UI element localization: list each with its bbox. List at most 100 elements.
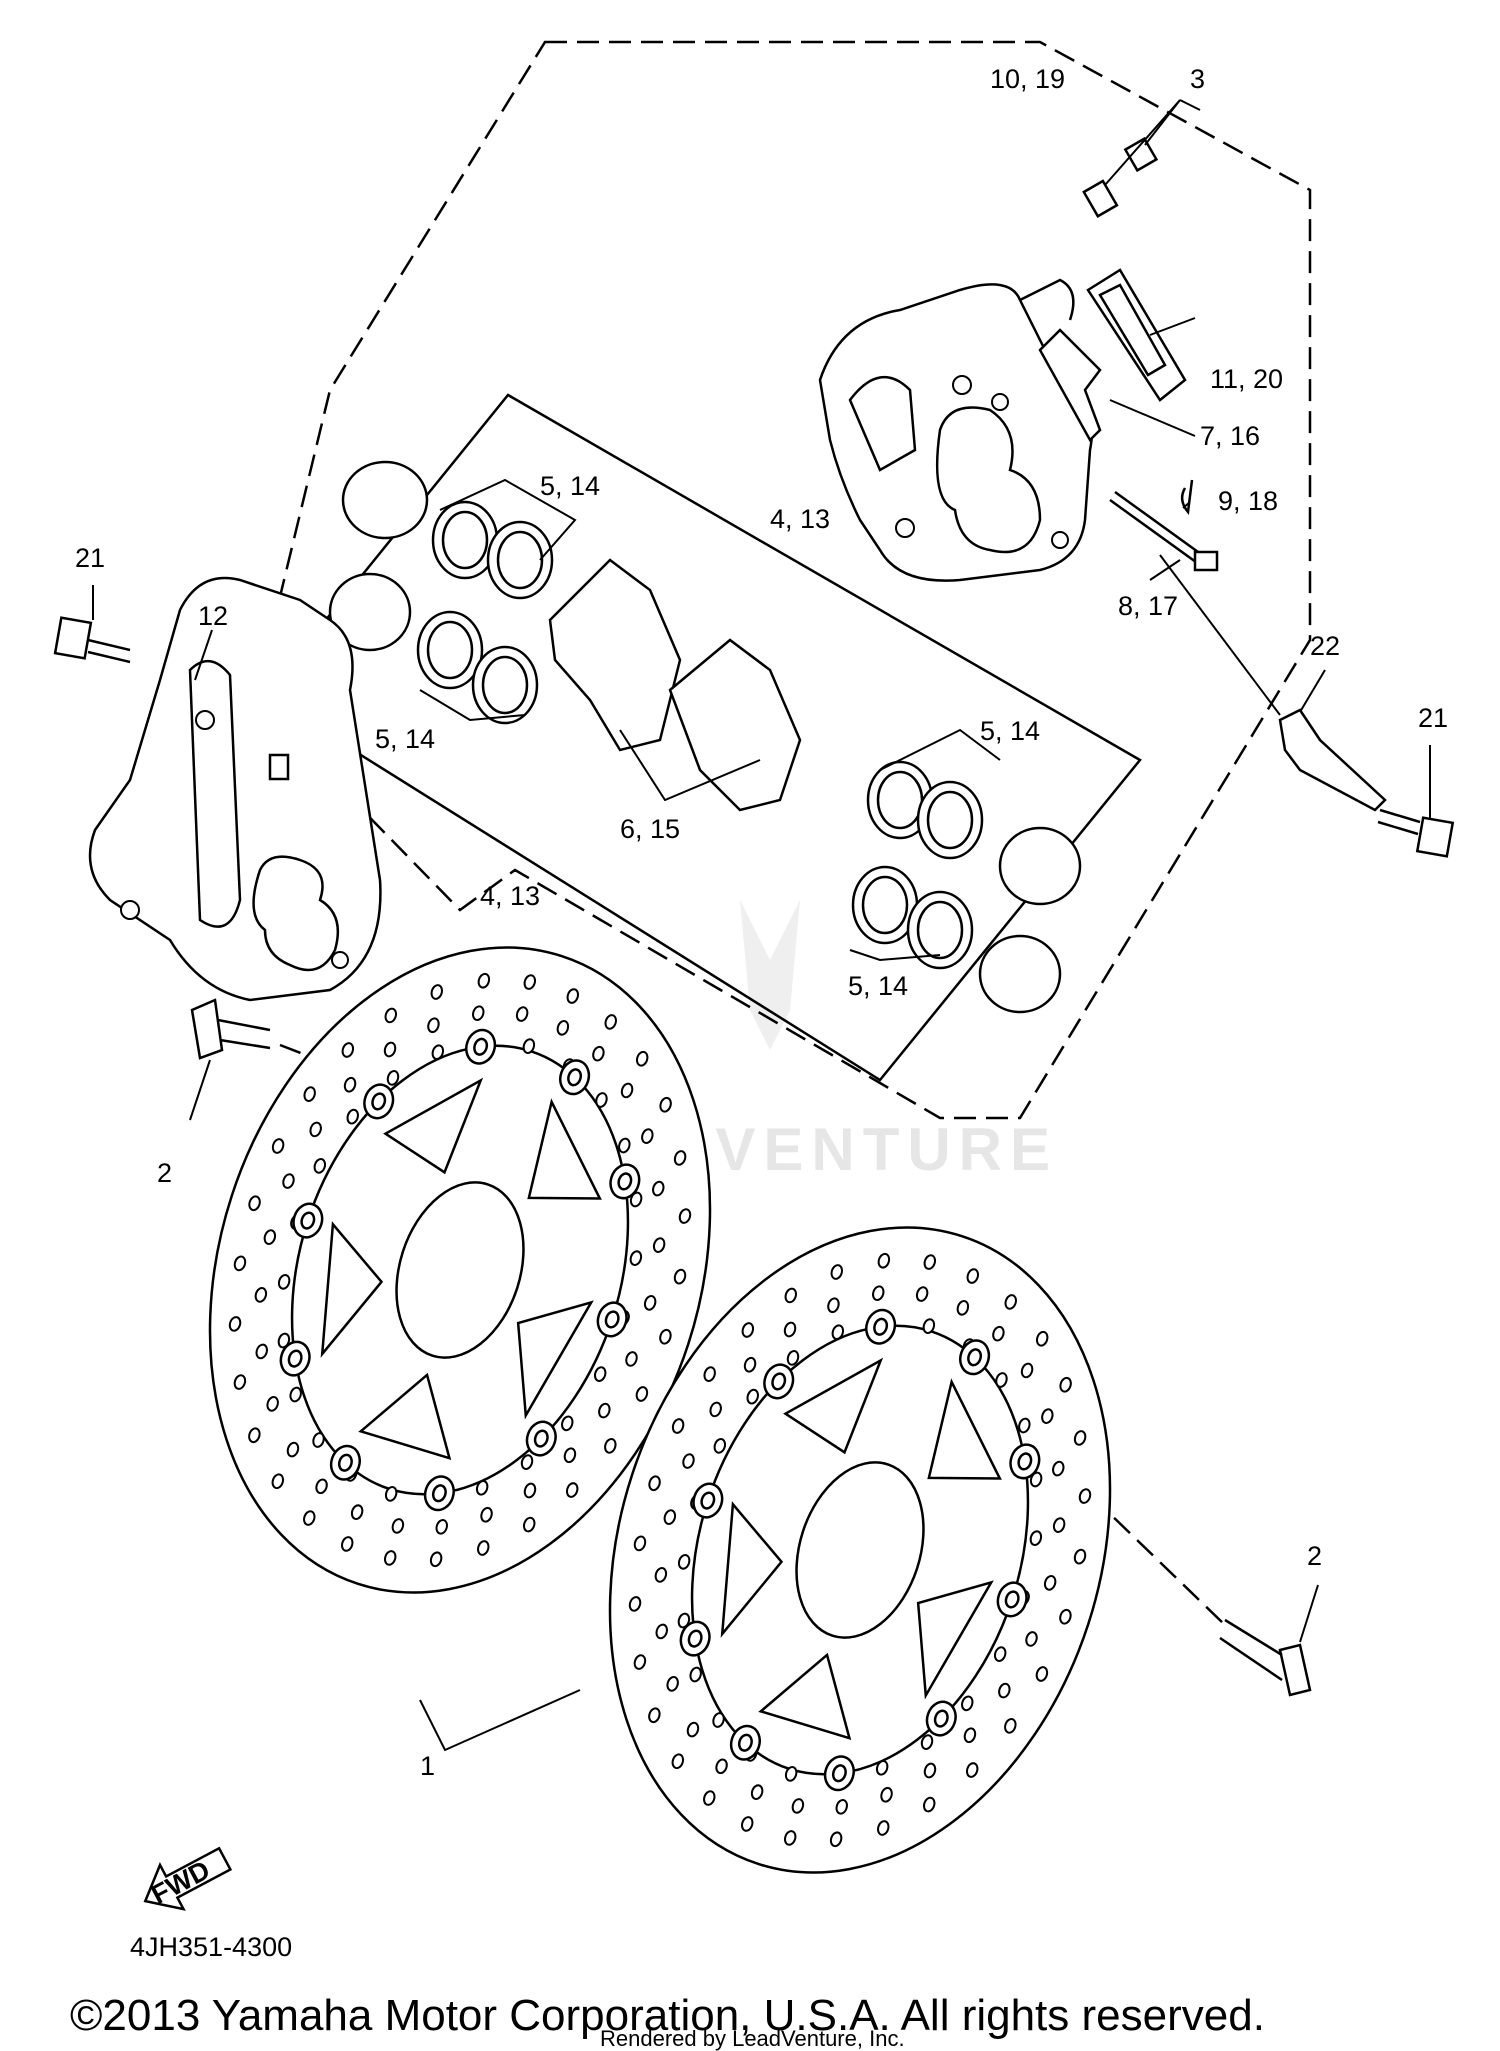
disc-hole	[340, 1536, 354, 1552]
disc-hole	[652, 1180, 665, 1197]
disc-button-center	[431, 1484, 447, 1503]
disc-hole	[784, 1766, 798, 1782]
disc-hole	[289, 1386, 302, 1403]
disc-hole	[475, 1479, 489, 1496]
disc-hole	[556, 1020, 570, 1036]
disc-hole	[741, 1322, 755, 1338]
disc-hole	[593, 1366, 607, 1382]
disc-button-center	[604, 1310, 620, 1329]
disc-hole	[920, 1734, 934, 1750]
callout-6-15: 6, 15	[620, 814, 680, 844]
disc-hole	[563, 1447, 577, 1464]
disc-hole	[709, 1401, 722, 1418]
disc-hole	[703, 1366, 716, 1382]
disc-spoke-cutout	[720, 1501, 784, 1638]
disc-hole	[1073, 1430, 1087, 1446]
pad-spring	[1086, 268, 1187, 402]
disc-hole	[313, 1158, 327, 1174]
disc-hole	[341, 1042, 355, 1058]
disc-hole	[993, 1646, 1007, 1662]
disc-spoke-cutout	[916, 1580, 994, 1700]
disc-hole	[827, 1297, 840, 1314]
callout-9-18: 9, 18	[1218, 486, 1278, 516]
disc-hole	[350, 1504, 364, 1520]
disc-hole	[648, 1707, 661, 1724]
disc-hole	[303, 1086, 316, 1102]
disc-hole	[791, 1798, 805, 1814]
disc-hole	[682, 1453, 695, 1469]
callout-22: 22	[1310, 631, 1340, 661]
fwd-arrow-icon: FWD	[143, 1846, 233, 1911]
disc-hole	[435, 1518, 448, 1535]
pistons-left-set	[328, 460, 1082, 1014]
callout-4-13-bottom: 4, 13	[480, 881, 540, 911]
disc-hole	[635, 1386, 649, 1402]
disc-hole	[1073, 1548, 1087, 1565]
disc-hole	[430, 984, 443, 1000]
callout-5-14-a: 5, 14	[540, 471, 600, 501]
disc-hole	[877, 1820, 890, 1836]
disc-hole	[1059, 1608, 1072, 1625]
disc-hole	[383, 1550, 397, 1566]
disc-hole	[391, 1518, 405, 1534]
disc-hole	[271, 1473, 285, 1490]
seals	[416, 500, 984, 970]
disc-button	[679, 1620, 711, 1657]
callout-5-14-c: 5, 14	[980, 716, 1040, 746]
disc-hole	[233, 1255, 247, 1272]
leader-1	[419, 1689, 581, 1752]
disc-hole	[872, 1285, 885, 1302]
rendered-by: Rendered by LeadVenture, Inc.	[600, 2026, 905, 2051]
callout-21-right: 21	[1418, 703, 1448, 733]
disc-button	[692, 1482, 724, 1519]
disc-hole	[922, 1318, 936, 1334]
bolt-21-right	[1377, 808, 1455, 858]
disc-hole	[561, 1415, 574, 1432]
disc-spoke-cutout	[516, 1300, 594, 1420]
disc-hole	[1004, 1718, 1017, 1734]
disc-hole	[598, 1402, 611, 1419]
callout-21-left: 21	[75, 543, 105, 573]
disc-hole	[384, 1486, 398, 1502]
disc-hole	[923, 1762, 937, 1779]
disc-button	[596, 1301, 628, 1338]
disc-hole	[635, 1050, 649, 1067]
disc-hole	[629, 1191, 643, 1208]
disc-hole	[286, 1441, 300, 1458]
callout-2-right: 2	[1307, 1541, 1322, 1571]
disc-hole	[1078, 1488, 1092, 1504]
disc-button-center	[967, 1348, 983, 1367]
disc-button	[1009, 1443, 1041, 1480]
disc-hole	[643, 1295, 657, 1311]
disc-button-center	[687, 1629, 703, 1648]
disc-hole	[686, 1721, 700, 1738]
bleed-screw	[1082, 99, 1181, 218]
disc-hole	[829, 1831, 843, 1848]
disc-button-center	[700, 1491, 716, 1510]
disc-hole	[1004, 1294, 1017, 1310]
disc-hole	[743, 1356, 757, 1373]
callout-5-14-d: 5, 14	[848, 971, 908, 1001]
disc-hole	[783, 1830, 797, 1846]
disc-button-center	[1017, 1452, 1033, 1471]
disc-hole	[880, 1786, 893, 1803]
callout-11-20: 11, 20	[1210, 364, 1283, 394]
disc-hole	[429, 1551, 443, 1568]
disc-hole	[620, 1082, 634, 1099]
disc-hole	[515, 1006, 529, 1022]
disc-hole	[659, 1096, 672, 1113]
diagram-code: 4JH351-4300	[130, 1932, 292, 1962]
disc-hole	[625, 1351, 638, 1367]
disc-hole	[1059, 1376, 1072, 1393]
disc-hole	[648, 1475, 661, 1492]
disc-hole	[956, 1300, 970, 1316]
brake-disc-right	[608, 1226, 1112, 1874]
disc-button-center	[831, 1764, 847, 1783]
disc-hole	[520, 1454, 534, 1470]
disc-button	[959, 1339, 991, 1376]
disc-spoke-cutout	[783, 1357, 884, 1455]
disc-button	[823, 1755, 855, 1792]
disc-hole	[712, 1712, 725, 1728]
disc-hole	[263, 1229, 277, 1245]
disc-hole	[786, 1350, 800, 1366]
